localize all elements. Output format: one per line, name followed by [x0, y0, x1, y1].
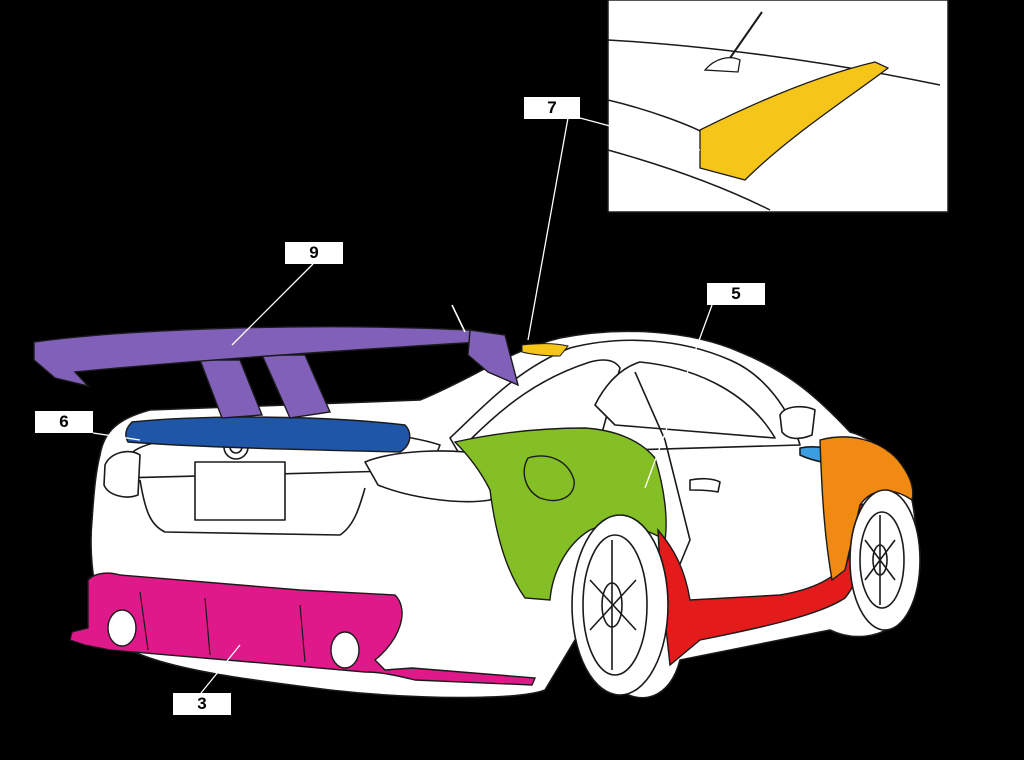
inset-antenna [729, 11, 763, 59]
inset-shark-fin [703, 57, 741, 73]
part-roof-spoiler-small [521, 343, 569, 357]
inset-roof-spoiler [699, 61, 890, 181]
diffuser-fins [139, 591, 306, 663]
part-trunk-spoiler [125, 416, 411, 453]
callout-label-9: 9 [285, 242, 343, 264]
fender-vent [523, 455, 575, 502]
exhaust-tips [107, 609, 360, 669]
part-gt-wing [33, 326, 520, 419]
inset-roof-detail [607, 0, 949, 213]
callout-label-5: 5 [707, 283, 765, 305]
callout-label-7: 7 [524, 97, 580, 119]
callout-label-6: 6 [35, 411, 93, 433]
callout-label-3: 3 [173, 693, 231, 715]
leader-lines [92, 117, 713, 694]
part-front-fender [819, 436, 914, 582]
antenna [451, 304, 466, 333]
rear-wheel [571, 514, 669, 696]
front-wheel [849, 489, 921, 631]
